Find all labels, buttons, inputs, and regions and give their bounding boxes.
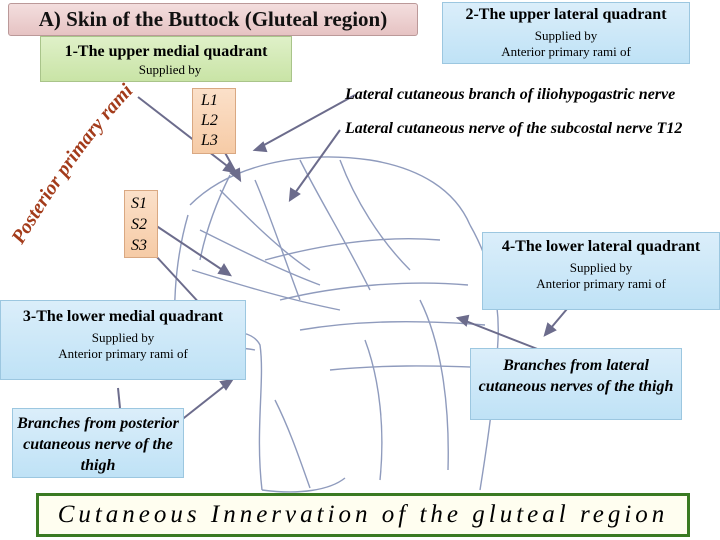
lateral-branch-line1: Lateral cutaneous branch of iliohypogast…	[345, 86, 676, 103]
lateral-branch-line2: Lateral cutaneous nerve of the subcostal…	[345, 120, 683, 137]
lower-lateral-heading: 4-The lower lateral quadrant	[501, 238, 701, 255]
root-s2: S2	[131, 216, 147, 233]
lower-lateral-branches-box: Branches from lateral cutaneous nerves o…	[470, 348, 682, 420]
upper-medial-box: 1-The upper medial quadrant	[40, 36, 292, 82]
lower-medial-box: 3-The lower medial quadrant Supplied by …	[0, 300, 246, 380]
upper-lateral-box: 2-The upper lateral quadrant Supplied by…	[442, 2, 690, 64]
footer-caption-text: Cutaneous Innervation of the gluteal reg…	[57, 501, 669, 528]
root-s3: S3	[131, 237, 147, 254]
lower-lateral-supplied: Supplied by	[569, 260, 633, 275]
posterior-cutaneous-box: Branches from posterior cutaneous nerve …	[12, 408, 184, 478]
root-l1: L1	[201, 92, 218, 109]
footer-caption: Cutaneous Innervation of the gluteal reg…	[36, 493, 690, 537]
lower-medial-heading: 3-The lower medial quadrant	[22, 308, 224, 325]
root-l3: L3	[201, 132, 218, 149]
upper-medial-heading: 1-The upper medial quadrant	[64, 43, 268, 60]
root-s1: S1	[131, 195, 147, 212]
root-l2: L2	[201, 112, 218, 129]
page-title-text: A) Skin of the Buttock (Gluteal region)	[38, 7, 388, 31]
upper-lateral-supplied: Supplied by	[534, 28, 598, 43]
upper-medial-supplied: Supplied by	[138, 62, 202, 77]
lower-lateral-branches-text: Branches from lateral cutaneous nerves o…	[478, 357, 674, 395]
upper-lateral-heading: 2-The upper lateral quadrant	[465, 6, 667, 23]
upper-lateral-rami: Anterior primary rami of	[501, 44, 631, 59]
posterior-cutaneous-text: Branches from posterior cutaneous nerve …	[17, 415, 179, 474]
page-title: A) Skin of the Buttock (Gluteal region)	[8, 3, 418, 36]
lower-lateral-rami: Anterior primary rami of	[536, 276, 666, 291]
lower-medial-rami: Anterior primary rami of	[58, 346, 188, 361]
lumbar-roots-box: L1 L2 L3	[192, 88, 236, 154]
lower-lateral-box: 4-The lower lateral quadrant Supplied by…	[482, 232, 720, 310]
sacral-roots-box: S1 S2 S3	[124, 190, 158, 258]
lower-medial-supplied: Supplied by	[91, 330, 155, 345]
